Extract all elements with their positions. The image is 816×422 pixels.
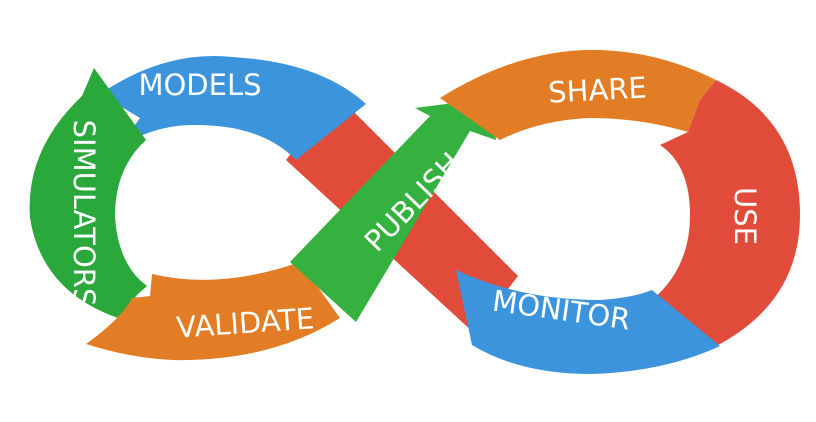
segment-monitor: [456, 270, 720, 374]
segment-use: [652, 80, 800, 352]
segment-publish: [290, 98, 496, 322]
label-share: SHARE: [547, 70, 647, 109]
segment-validate: [86, 262, 340, 361]
label-simulators: SIMULATORS: [67, 120, 101, 307]
segment-models: [100, 56, 366, 160]
segment-simulators: [29, 68, 148, 320]
label-use: USE: [728, 187, 762, 245]
label-models: MODELS: [138, 68, 261, 102]
segment-share: [440, 49, 716, 140]
